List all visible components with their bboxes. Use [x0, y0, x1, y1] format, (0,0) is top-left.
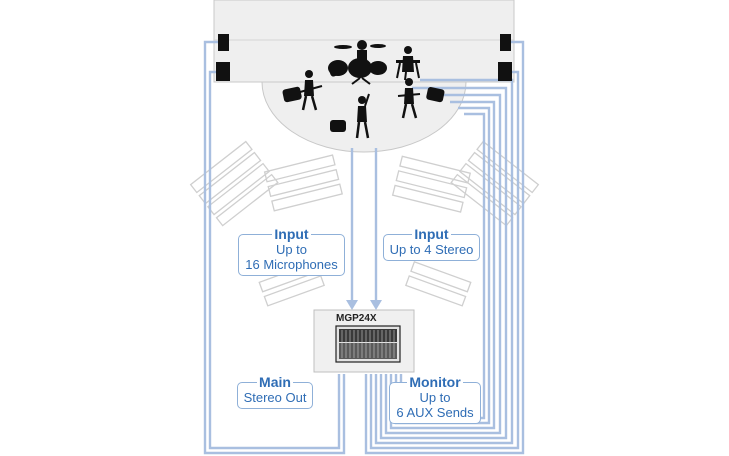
input-stereo-label: Input Up to 4 Stereo: [383, 227, 480, 261]
guitarist-left-icon: [299, 70, 323, 111]
main-title: Main: [257, 374, 293, 390]
monitor-line1: Up to: [419, 390, 451, 405]
input-microphones-title: Input: [272, 226, 311, 242]
speaker-icon: [218, 34, 229, 51]
speaker-icon: [216, 62, 230, 81]
input-stereo-title: Input: [412, 226, 451, 242]
main-stereo-out-label: Main Stereo Out: [237, 375, 313, 409]
bassist-right-icon: [397, 78, 421, 119]
speaker-icons: [216, 34, 512, 81]
keyboardist-icon: [396, 46, 420, 81]
input-microphones-line1: Up to: [275, 242, 308, 257]
monitor-line2: 6 AUX Sends: [396, 405, 474, 420]
speaker-icon: [500, 34, 511, 51]
band-silhouettes: [282, 40, 445, 139]
signal-arrows: [346, 300, 382, 310]
main-line1: Stereo Out: [243, 390, 307, 405]
stage-monitor-icons: [282, 61, 445, 132]
input-microphones-line2: 16 Microphones: [245, 257, 338, 272]
monitor-aux-sends-label: Monitor Up to 6 AUX Sends: [389, 375, 481, 424]
input-microphones-label: Input Up to 16 Microphones: [238, 227, 345, 276]
audience-rows: [189, 140, 540, 307]
mixer-console: [313, 309, 415, 373]
input-stereo-line1: Up to 4 Stereo: [389, 242, 474, 257]
mixer-model-label: MGP24X: [336, 313, 377, 324]
singer-icon: [355, 93, 370, 139]
monitor-title: Monitor: [407, 374, 463, 390]
speaker-icon: [498, 62, 512, 81]
